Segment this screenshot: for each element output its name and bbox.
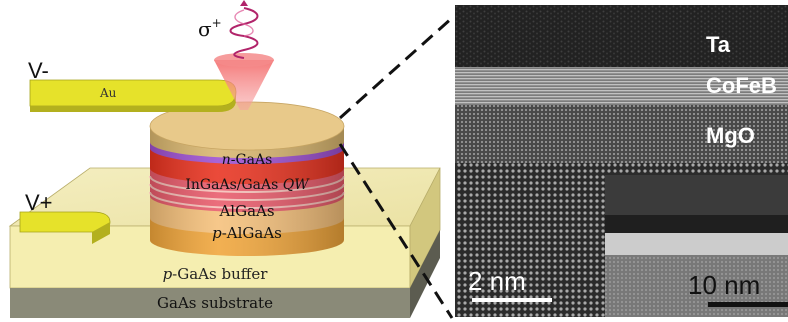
pillar-layer-label-0: n-GaAs [222,152,273,168]
light-cone [214,60,274,110]
polarization-helix-back [234,9,254,37]
gate-plus-label: V+ [25,190,53,215]
tem-image: Ta CoFeB MgO 2 nm 10 nm [455,5,788,317]
slab-substrate-front [10,288,410,318]
scalebar-inset-label: 10 nm [688,270,760,300]
scalebar-main [472,298,552,302]
tem-label-ta: Ta [706,32,731,57]
tem-label-cofeb: CoFeB [706,73,777,98]
polarization-label: σ+ [198,16,222,41]
device-schematic: p-GaAs buffer GaAs substrate V+ [8,0,441,318]
helix-arrow-icon [240,0,248,6]
tem-mgo-region [455,105,788,163]
contact-metal-label: Au [99,86,117,100]
light-cone-top [214,53,274,67]
scalebar-inset [708,302,788,307]
contact-arm-au-side [30,92,236,112]
pillar-layer-label-2: AlGaAs [218,202,274,220]
contact-pad-vplus-side [92,222,110,244]
pillar-layer-label-1: InGaAs/GaAs QW [185,177,310,193]
pillar: n-GaAs InGaAs/GaAs QW AlGaAs p-AlGaAs [149,101,345,256]
polarization-helix-icon [229,7,259,59]
tem-cofeb-region [455,67,788,105]
gate-minus-label: V- [28,58,49,83]
pillar-shading [150,126,344,256]
contact-pad-vplus [19,211,111,233]
contact-arm-au [29,79,237,107]
zoom-line-top [339,16,453,120]
zoom-line-bottom [338,143,454,319]
slab-layer-label-1: GaAs substrate [157,294,273,312]
tem-label-mgo: MgO [706,123,755,148]
tem-ta-region [455,5,788,67]
pillar-layer-label-3: p-AlGaAs [212,224,282,242]
scalebar-main-label: 2 nm [468,266,526,296]
slab-layer-label-0: p-GaAs buffer [163,265,269,283]
